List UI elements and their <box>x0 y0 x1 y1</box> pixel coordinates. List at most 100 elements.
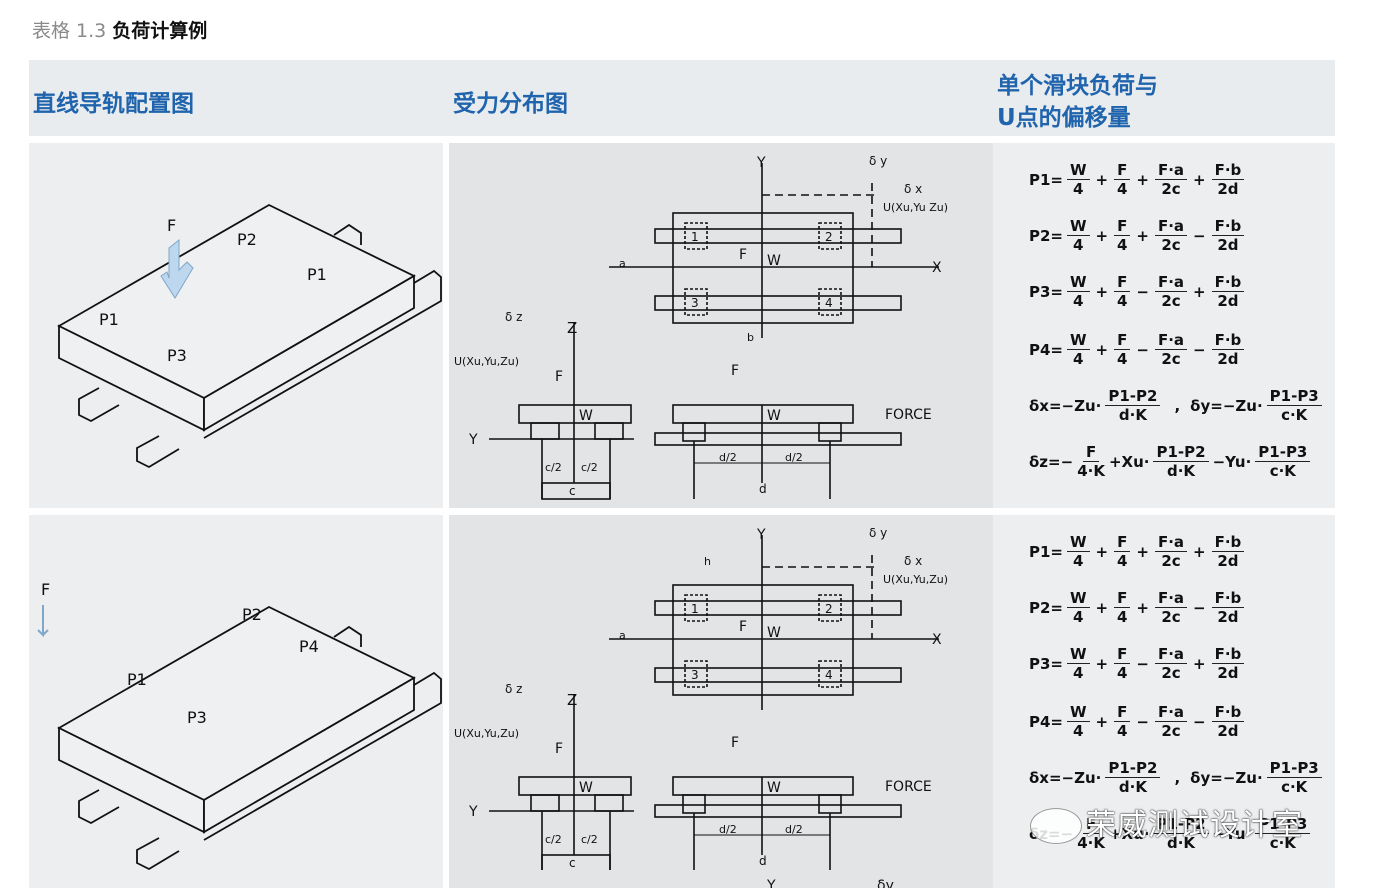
equation-lhs: P4= <box>1029 712 1063 731</box>
force-label-f: F <box>739 619 747 635</box>
weight-label-w: W <box>767 780 781 796</box>
dim-d-half-label: d/2 <box>785 823 803 836</box>
axis-label-y: Y <box>468 432 478 448</box>
equation-lhs: P4= <box>1029 340 1063 359</box>
dim-d-half-label: d/2 <box>719 823 737 836</box>
watermark: 荣威测试设计室 <box>1086 808 1303 843</box>
dim-a-label: a <box>619 629 626 642</box>
equation-lhs: P2= <box>1029 598 1063 617</box>
delta-y-label: δy <box>877 878 894 888</box>
header-config: 直线导轨配置图 <box>33 91 194 117</box>
force-label-f: F <box>167 216 176 235</box>
table-number: 表格 1.3 <box>32 20 107 42</box>
load-label-p3: P3 <box>187 708 207 727</box>
load-label-p1: P1 <box>127 670 147 689</box>
dim-c-label: c <box>569 856 576 870</box>
delta-y-label: δ y <box>869 154 887 168</box>
dim-d-label: d <box>759 482 767 496</box>
force-arrow-label: FORCE <box>885 779 932 795</box>
axis-label-x: X <box>932 632 942 648</box>
load-label-p1: P1 <box>99 310 119 329</box>
dim-b-label: b <box>747 331 754 344</box>
force-label-f: F <box>731 735 739 751</box>
weight-label-w: W <box>579 780 593 796</box>
axis-label-x: X <box>932 260 942 276</box>
equation-lhs: P3= <box>1029 654 1063 673</box>
point-u-label: U(Xu,Yu,Zu) <box>883 573 948 586</box>
table-row-3: Y δy <box>29 870 1335 888</box>
dim-c-half-label: c/2 <box>581 833 598 846</box>
block-2-label: 2 <box>825 230 833 244</box>
delta-z-label: δ z <box>505 682 522 696</box>
dim-d-label: d <box>759 854 767 868</box>
block-3-label: 3 <box>691 668 699 682</box>
dim-d-half-label: d/2 <box>719 451 737 464</box>
delta-y-label: δ y <box>869 526 887 540</box>
header-load-line2: U点的偏移量 <box>997 105 1131 131</box>
equation-lhs: P3= <box>1029 282 1063 301</box>
equation-lhs: P2= <box>1029 226 1063 245</box>
block-1-label: 1 <box>691 230 699 244</box>
point-u-label: U(Xu,Yu,Zu) <box>454 355 519 368</box>
axis-label-y: Y <box>766 878 776 888</box>
dim-c-label: c <box>569 484 576 498</box>
point-u-label: U(Xu,Yu,Zu) <box>454 727 519 740</box>
load-label-p2: P2 <box>242 605 262 624</box>
force-label-f: F <box>731 363 739 379</box>
block-1-label: 1 <box>691 602 699 616</box>
block-4-label: 4 <box>825 296 833 310</box>
load-label-p1-right: P1 <box>307 265 327 284</box>
dim-a-label: a <box>619 257 626 270</box>
force-label-f: F <box>41 580 50 599</box>
equation-lhs: P1= <box>1029 542 1063 561</box>
delta-x-label: δ x <box>904 182 922 196</box>
weight-label-w: W <box>579 408 593 424</box>
block-3-label: 3 <box>691 296 699 310</box>
dim-c-half-label: c/2 <box>581 461 598 474</box>
header-load-line1: 单个滑块负荷与 <box>997 73 1158 99</box>
axis-label-z: Z <box>567 691 577 709</box>
